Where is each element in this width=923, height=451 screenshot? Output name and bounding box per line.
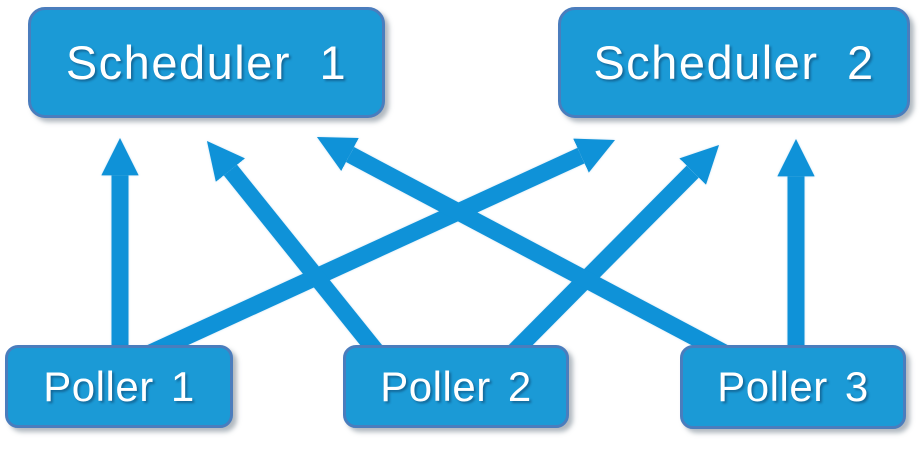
poller-1-node: Poller 1 bbox=[5, 345, 233, 428]
scheduler-2-label: Scheduler 2 bbox=[593, 36, 875, 89]
arrow-poller-1-to-scheduler-2 bbox=[118, 138, 615, 374]
poller-3-node: Poller 3 bbox=[680, 345, 906, 429]
poller-1-label: Poller 1 bbox=[43, 362, 195, 410]
scheduler-1-node: Scheduler 1 bbox=[28, 7, 385, 118]
scheduler-1-label: Scheduler 1 bbox=[65, 36, 348, 89]
poller-3-label: Poller 3 bbox=[717, 363, 869, 410]
poller-2-node: Poller 2 bbox=[343, 345, 569, 428]
arrow-poller-3-to-scheduler-1 bbox=[316, 136, 753, 374]
scheduler-2-node: Scheduler 2 bbox=[558, 7, 910, 118]
arrow-poller-2-to-scheduler-1 bbox=[206, 140, 395, 372]
poller-2-label: Poller 2 bbox=[380, 362, 532, 410]
arrow-poller-2-to-scheduler-2 bbox=[493, 145, 720, 372]
